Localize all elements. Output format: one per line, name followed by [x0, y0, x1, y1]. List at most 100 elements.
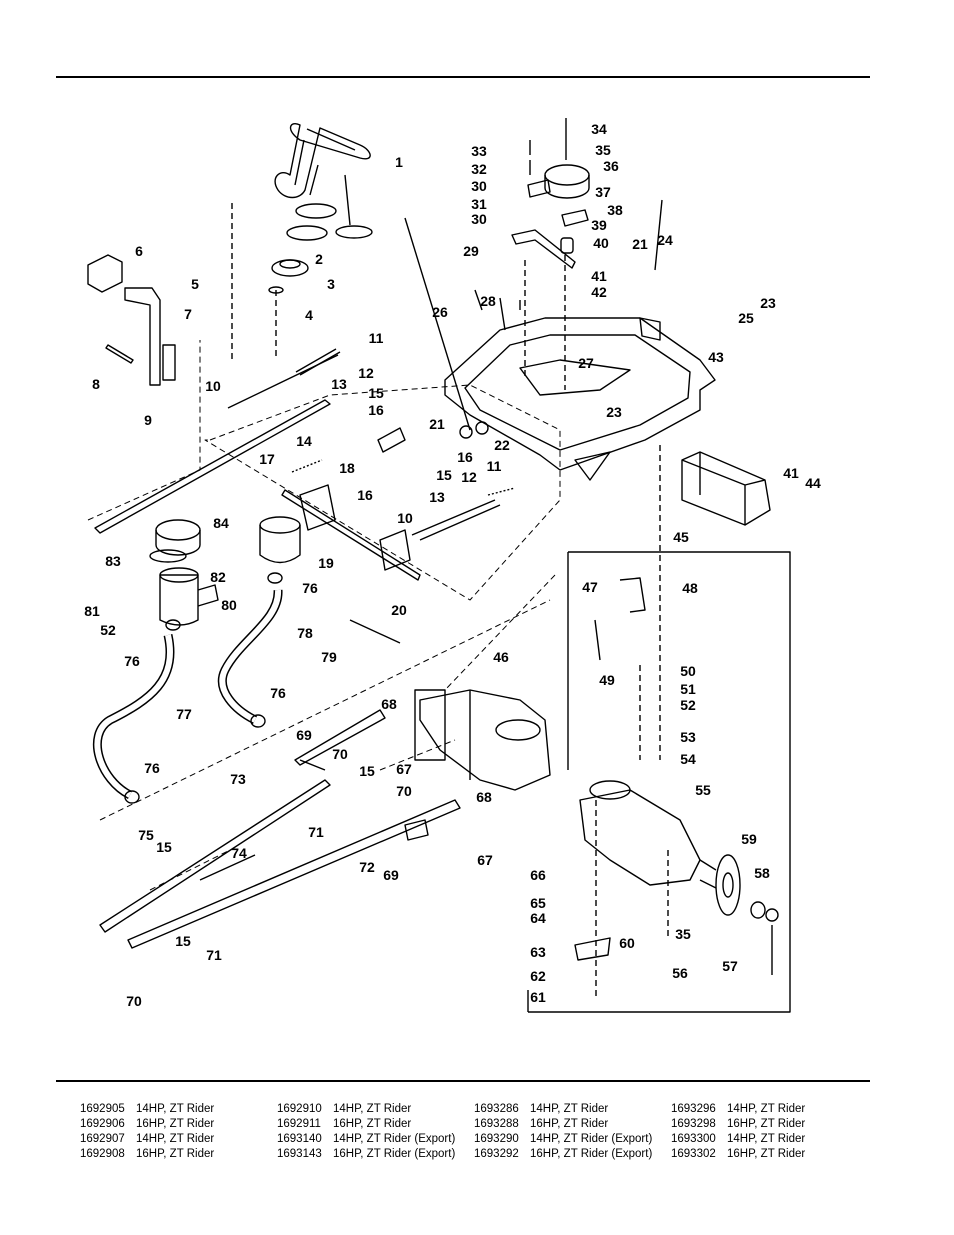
callout-number: 17	[259, 451, 275, 467]
steering-rod-drawing	[99, 779, 331, 933]
frame-drawing	[444, 317, 716, 471]
callout-number: 65	[530, 895, 546, 911]
model-description: 16HP, ZT Rider (Export)	[530, 1148, 653, 1160]
pump-rod-drawing	[294, 709, 386, 766]
reservoir-cap-drawing	[155, 519, 201, 541]
callout-number: 32	[471, 161, 487, 177]
callout-number: 27	[578, 355, 594, 371]
model-description: 14HP, ZT Rider	[530, 1103, 609, 1115]
callout-number: 35	[675, 926, 691, 942]
model-number: 1693143	[277, 1148, 322, 1160]
callout-number: 72	[359, 859, 375, 875]
control-rod-drawing	[94, 399, 331, 534]
callout-number: 57	[722, 958, 738, 974]
shaft-drawing	[281, 489, 421, 581]
transmission-left-drawing	[419, 689, 551, 791]
top-rule	[56, 76, 870, 78]
callout-number: 58	[754, 865, 770, 881]
callout-number: 76	[302, 580, 318, 596]
callout-number: 41	[783, 465, 799, 481]
model-description: 16HP, ZT Rider (Export)	[333, 1148, 456, 1160]
callout-number: 4	[305, 307, 313, 323]
model-row: 1693143 16HP, ZT Rider (Export)	[277, 1147, 455, 1162]
callout-number: 69	[296, 727, 312, 743]
callout-number: 84	[213, 515, 229, 531]
model-description: 14HP, ZT Rider	[136, 1133, 215, 1145]
callout-number: 69	[383, 867, 399, 883]
callout-number: 44	[805, 475, 821, 491]
callout-number: 73	[230, 771, 246, 787]
callout-number: 67	[477, 852, 493, 868]
control-lever-drawing	[124, 287, 161, 386]
callout-number: 9	[144, 412, 152, 428]
model-description: 16HP, ZT Rider	[530, 1118, 609, 1130]
pin-drawing	[105, 344, 134, 364]
callout-number: 67	[396, 761, 412, 777]
callout-number: 48	[682, 580, 698, 596]
callout-number: 68	[476, 789, 492, 805]
wheel-hub-drawing	[715, 854, 741, 916]
callout-number: 14	[296, 433, 312, 449]
callout-number: 75	[138, 827, 154, 843]
callout-number: 30	[471, 211, 487, 227]
model-number: 1693286	[474, 1103, 519, 1115]
model-number: 1693300	[671, 1133, 716, 1145]
callout-number: 5	[191, 276, 199, 292]
callout-number: 7	[184, 306, 192, 322]
model-row: 1693300 14HP, ZT Rider	[671, 1132, 805, 1147]
model-number: 1693292	[474, 1148, 519, 1160]
part-drawings	[87, 118, 791, 1013]
model-row: 1692907 14HP, ZT Rider	[80, 1132, 214, 1147]
callout-number: 15	[368, 385, 384, 401]
callout-number: 63	[530, 944, 546, 960]
callout-number: 59	[741, 831, 757, 847]
transmission-box	[528, 551, 791, 1013]
model-description: 16HP, ZT Rider	[333, 1118, 412, 1130]
model-column-3: 1693286 14HP, ZT Rider 1693288 16HP, ZT Ri…	[474, 1102, 652, 1162]
callout-number: 23	[606, 404, 622, 420]
pulley-drawing	[295, 203, 337, 219]
callout-number: 15	[359, 763, 375, 779]
callout-number: 82	[210, 569, 226, 585]
assembly-boundary	[87, 340, 561, 601]
model-description: 16HP, ZT Rider	[727, 1148, 806, 1160]
callout-number: 39	[591, 217, 607, 233]
callout-number: 70	[396, 783, 412, 799]
callout-number: 53	[680, 729, 696, 745]
handle-grip-drawing	[87, 254, 123, 293]
callout-number: 76	[124, 653, 140, 669]
model-number: 1693288	[474, 1118, 519, 1130]
callout-number: 64	[530, 910, 546, 926]
callout-number: 83	[105, 553, 121, 569]
model-number: 1692907	[80, 1133, 125, 1145]
callout-number: 20	[391, 602, 407, 618]
model-number: 1693298	[671, 1118, 716, 1130]
model-description: 14HP, ZT Rider	[727, 1133, 806, 1145]
model-number: 1692910	[277, 1103, 322, 1115]
callout-number: 79	[321, 649, 337, 665]
callout-number: 36	[603, 158, 619, 174]
model-description: 14HP, ZT Rider (Export)	[333, 1133, 456, 1145]
callout-number: 52	[680, 697, 696, 713]
callout-numbers: 1234567891011121315161417181615162122231…	[84, 121, 821, 1009]
model-row: 1693292 16HP, ZT Rider (Export)	[474, 1147, 652, 1162]
callout-number: 19	[318, 555, 334, 571]
exploded-parts-diagram: 1234567891011121315161417181615162122231…	[84, 118, 821, 1013]
callout-number: 46	[493, 649, 509, 665]
model-number: 1693296	[671, 1103, 716, 1115]
callout-number: 21	[429, 416, 445, 432]
callout-number: 38	[607, 202, 623, 218]
callout-number: 66	[530, 867, 546, 883]
callout-number: 26	[432, 304, 448, 320]
callout-number: 15	[175, 933, 191, 949]
callout-number: 76	[270, 685, 286, 701]
callout-number: 3	[327, 276, 335, 292]
callout-number: 70	[126, 993, 142, 1009]
callout-number: 41	[591, 268, 607, 284]
